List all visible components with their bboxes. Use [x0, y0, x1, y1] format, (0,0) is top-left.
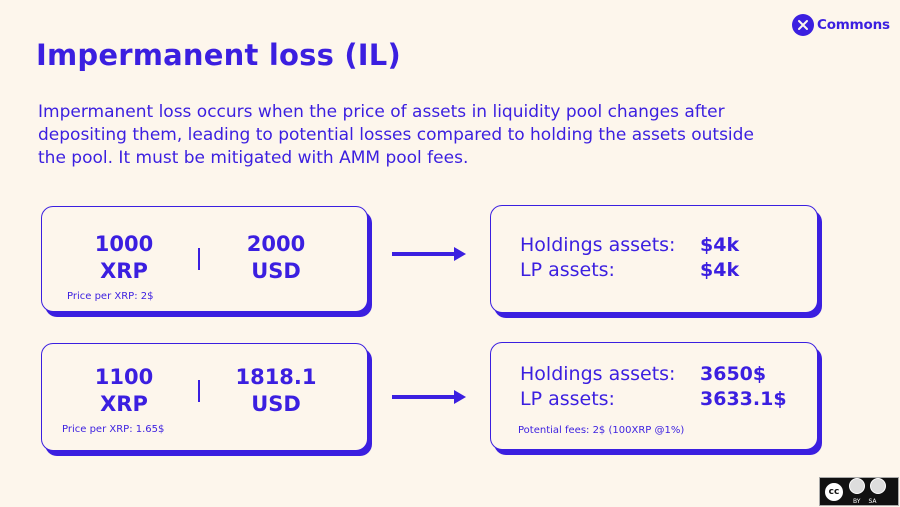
cc-license-icon: cc BY SA	[819, 477, 899, 506]
right-amount: 1818.1	[235, 365, 317, 389]
divider	[198, 380, 200, 402]
price-note: Price per XRP: 1.65$	[62, 424, 165, 435]
right-unit: USD	[251, 392, 301, 416]
result-card-initial: Holdings assets: $4k LP assets: $4k	[490, 205, 818, 313]
divider	[198, 248, 200, 270]
result-card-after: Holdings assets: 3650$ LP assets: 3633.1…	[490, 342, 818, 450]
holdings-value: $4k	[700, 234, 740, 256]
lp-label: LP assets:	[520, 388, 615, 410]
description-text: Impermanent loss occurs when the price o…	[38, 102, 754, 168]
fees-note: Potential fees: 2$ (100XRP @1%)	[518, 425, 685, 436]
by-label: BY	[853, 498, 861, 505]
holdings-label: Holdings assets:	[520, 234, 676, 256]
price-note: Price per XRP: 2$	[67, 291, 154, 302]
holdings-value: 3650$	[700, 363, 767, 385]
right-unit: USD	[251, 259, 301, 283]
arrow-right-icon	[392, 247, 466, 261]
page-title: Impermanent loss (IL)	[36, 38, 401, 72]
lp-value: $4k	[700, 259, 740, 281]
pool-card-after: 1100 XRP 1818.1 USD Price per XRP: 1.65$	[41, 343, 368, 451]
sa-label: SA	[868, 498, 877, 505]
left-unit: XRP	[100, 392, 148, 416]
left-amount: 1000	[94, 232, 154, 256]
pool-card-initial: 1000 XRP 2000 USD Price per XRP: 2$	[41, 206, 368, 312]
commons-logo: Commons	[792, 14, 890, 36]
sa-icon	[870, 478, 886, 494]
by-icon	[849, 478, 865, 494]
holdings-label: Holdings assets:	[520, 363, 676, 385]
right-amount: 2000	[246, 232, 306, 256]
lp-value: 3633.1$	[700, 388, 787, 410]
cc-badge: cc	[823, 480, 845, 503]
left-amount: 1100	[94, 365, 154, 389]
commons-logo-icon	[792, 14, 814, 36]
left-unit: XRP	[100, 259, 148, 283]
arrow-right-icon	[392, 390, 466, 404]
lp-label: LP assets:	[520, 259, 615, 281]
logo-text: Commons	[817, 17, 890, 33]
